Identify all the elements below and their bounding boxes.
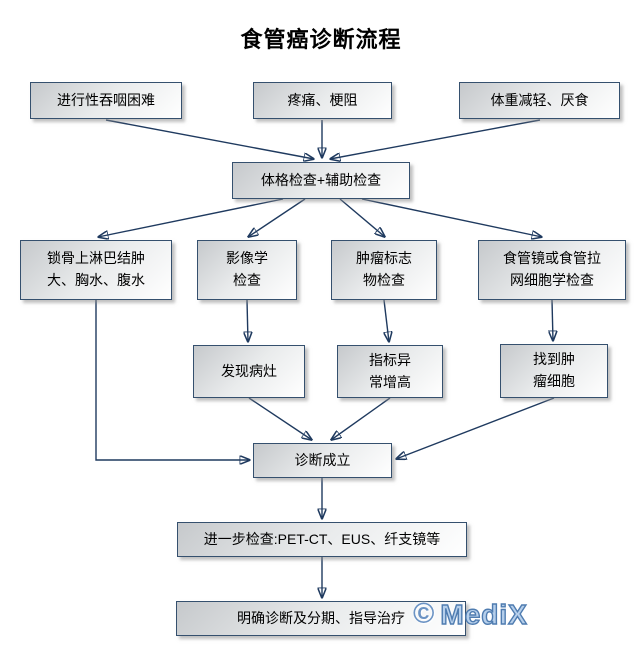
arrow-exam-to-imaging — [248, 198, 306, 237]
node-label: 体重减轻、厌食 — [490, 91, 589, 108]
arrow-exam-to-marker — [339, 198, 385, 237]
node-weight-loss-anorexia: 体重减轻、厌食 — [459, 82, 620, 119]
node-progressive-dysphagia: 进行性吞咽困难 — [30, 82, 182, 119]
node-label: 体格检查+辅助检查 — [260, 171, 382, 188]
node-label: 进一步检查:PET-CT、EUS、纤支镜等 — [203, 530, 441, 547]
node-label: 发现病灶 — [221, 362, 277, 379]
node-esophagoscopy-cytology: 食管镜或食管拉 网细胞学检查 — [478, 240, 626, 300]
arrow-lesion-to-diagnosis — [248, 397, 312, 440]
node-lymphadenopathy-effusion: 锁骨上淋巴结肿 大、胸水、腹水 — [20, 240, 172, 300]
arrow-symptom3-to-exam — [330, 119, 541, 159]
node-tumor-cells-found: 找到肿 瘤细胞 — [500, 344, 608, 398]
node-tumor-marker-test: 肿瘤标志 物检查 — [331, 240, 437, 300]
node-label: 食管镜或食管拉 网细胞学检查 — [503, 250, 601, 288]
arrow-exam-to-finding1 — [98, 198, 284, 237]
arrow-exam-to-scope — [361, 198, 542, 237]
node-label: 明确诊断及分期、指导治疗 — [237, 609, 405, 626]
node-label: 影像学 检查 — [226, 250, 268, 288]
arrow-cells-to-diagnosis — [396, 397, 555, 459]
copyright-icon: © — [413, 598, 435, 630]
node-physical-auxiliary-exam: 体格检查+辅助检查 — [232, 162, 410, 199]
arrow-marker-to-elevated — [384, 299, 389, 342]
node-label: 诊断成立 — [294, 451, 351, 468]
arrow-symptom1-to-exam — [105, 119, 314, 159]
watermark-medix: © MediX — [413, 598, 528, 630]
node-label: 找到肿 瘤细胞 — [533, 351, 575, 389]
arrow-scope-to-cells — [552, 299, 553, 341]
node-further-examination: 进一步检查:PET-CT、EUS、纤支镜等 — [177, 522, 467, 557]
arrow-elevated-to-diagnosis — [331, 397, 391, 440]
page-title: 食管癌诊断流程 — [240, 27, 402, 52]
node-final-diagnosis-staging: 明确诊断及分期、指导治疗 — [176, 601, 466, 636]
node-marker-elevated: 指标异 常增高 — [337, 345, 443, 398]
node-label: 疼痛、梗阻 — [287, 91, 358, 108]
arrow-imaging-to-lesion — [247, 299, 248, 342]
node-lesion-found: 发现病灶 — [193, 345, 305, 398]
watermark-brand-text: MediX — [440, 598, 528, 630]
node-label: 指标异 常增高 — [369, 351, 411, 390]
node-label: 肿瘤标志 物检查 — [356, 250, 412, 288]
node-label: 锁骨上淋巴结肿 大、胸水、腹水 — [47, 250, 145, 288]
node-pain-obstruction: 疼痛、梗阻 — [253, 82, 392, 119]
node-label: 进行性吞咽困难 — [57, 91, 155, 108]
node-diagnosis-established: 诊断成立 — [253, 443, 392, 478]
node-imaging-exam: 影像学 检查 — [197, 240, 297, 300]
